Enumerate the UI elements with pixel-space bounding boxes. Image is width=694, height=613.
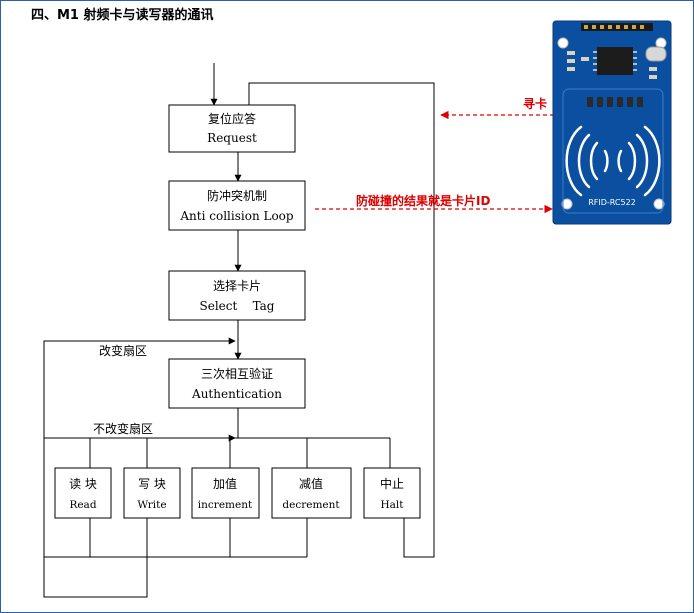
- anticollision-box: 防冲突机制 Anti collision Loop: [168, 180, 306, 231]
- increment-label-cn: 加值: [213, 476, 237, 491]
- change-sector-label: 改变扇区: [99, 343, 147, 358]
- read-box: 读 块 Read: [54, 467, 112, 519]
- write-label-cn: 写 块: [138, 477, 166, 491]
- auth-box: 三次相互验证 Authentication: [168, 358, 306, 409]
- write-box: 写 块 Write: [123, 467, 181, 519]
- write-label-en: Write: [137, 499, 166, 511]
- find-card-label: 寻卡: [523, 96, 547, 111]
- halt-box: 中止 Halt: [363, 467, 421, 519]
- decrement-label-cn: 减值: [299, 476, 323, 491]
- no-change-sector-label: 不改变扇区: [93, 421, 153, 436]
- anticollision-label-cn: 防冲突机制: [207, 188, 267, 203]
- request-label-en: Request: [207, 131, 257, 145]
- select-label-cn: 选择卡片: [213, 279, 261, 293]
- read-label-cn: 读 块: [69, 477, 97, 491]
- halt-label-en: Halt: [381, 499, 405, 511]
- rfid-module-image: RFID-RC522: [552, 20, 672, 225]
- halt-label-cn: 中止: [380, 476, 404, 491]
- decrement-box: 减值 decrement: [271, 467, 352, 519]
- page-title: 四、M1 射频卡与读写器的通讯: [31, 7, 214, 23]
- read-label-en: Read: [69, 499, 96, 511]
- select-label-en: Select Tag: [200, 299, 275, 313]
- auth-label-en: Authentication: [191, 387, 282, 401]
- halt-return-line: [248, 82, 435, 558]
- anticollision-result-label: 防碰撞的结果就是卡片ID: [356, 193, 490, 208]
- request-label-cn: 复位应答: [208, 111, 256, 126]
- select-box: 选择卡片 Select Tag: [168, 270, 306, 321]
- decrement-label-en: decrement: [282, 499, 340, 511]
- auth-label-cn: 三次相互验证: [201, 366, 273, 381]
- increment-box: 加值 increment: [191, 467, 260, 519]
- anticollision-label-en: Anti collision Loop: [179, 209, 294, 223]
- module-name-label: RFID-RC522: [588, 198, 636, 207]
- increment-label-en: increment: [198, 499, 253, 511]
- request-box: 复位应答 Request: [168, 104, 296, 153]
